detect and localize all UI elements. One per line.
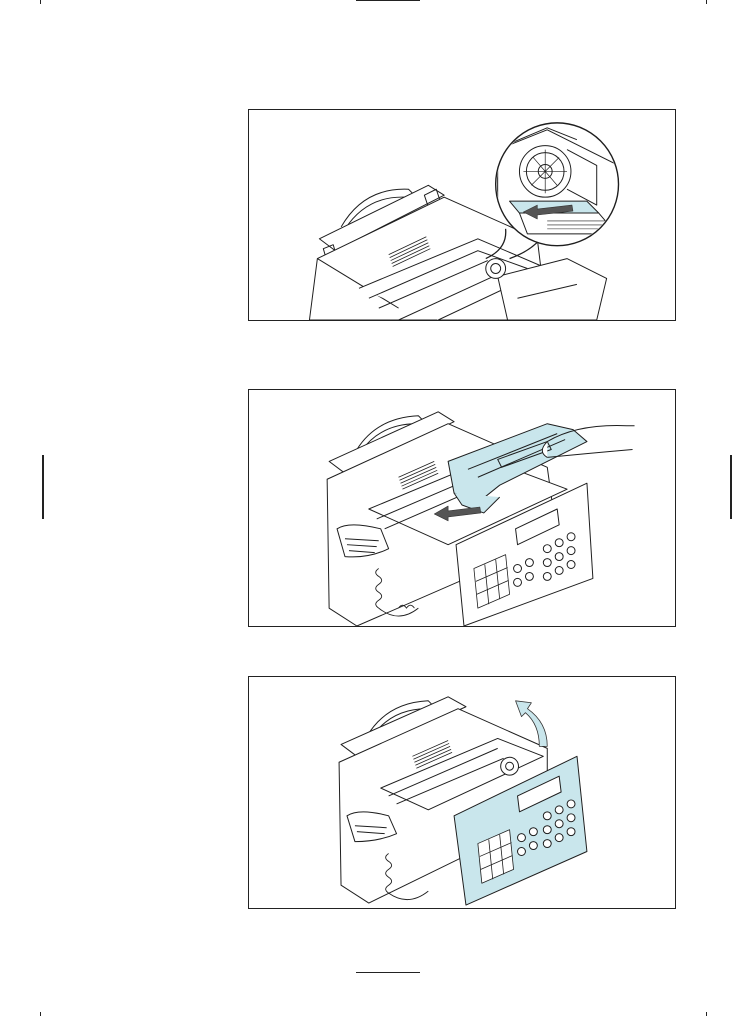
magnifier-circle-icon — [496, 123, 627, 246]
fax-machine-illustration-1 — [249, 110, 675, 320]
right-side-bar — [730, 455, 732, 519]
corner-tick-tl — [40, 0, 41, 4]
figure-2-insert-cartridge — [248, 389, 676, 627]
figure-1-open-cover-closeup — [248, 109, 676, 321]
corner-tick-bl — [40, 1012, 41, 1016]
figure-3-close-front-cover — [248, 676, 676, 909]
fax-machine-illustration-3 — [249, 677, 675, 908]
bottom-center-rule — [356, 972, 420, 973]
top-center-rule — [356, 0, 420, 1]
left-side-bar — [42, 455, 44, 519]
corner-tick-tr — [706, 0, 707, 4]
corner-tick-br — [706, 1012, 707, 1016]
fax-machine-illustration-2 — [249, 390, 675, 626]
